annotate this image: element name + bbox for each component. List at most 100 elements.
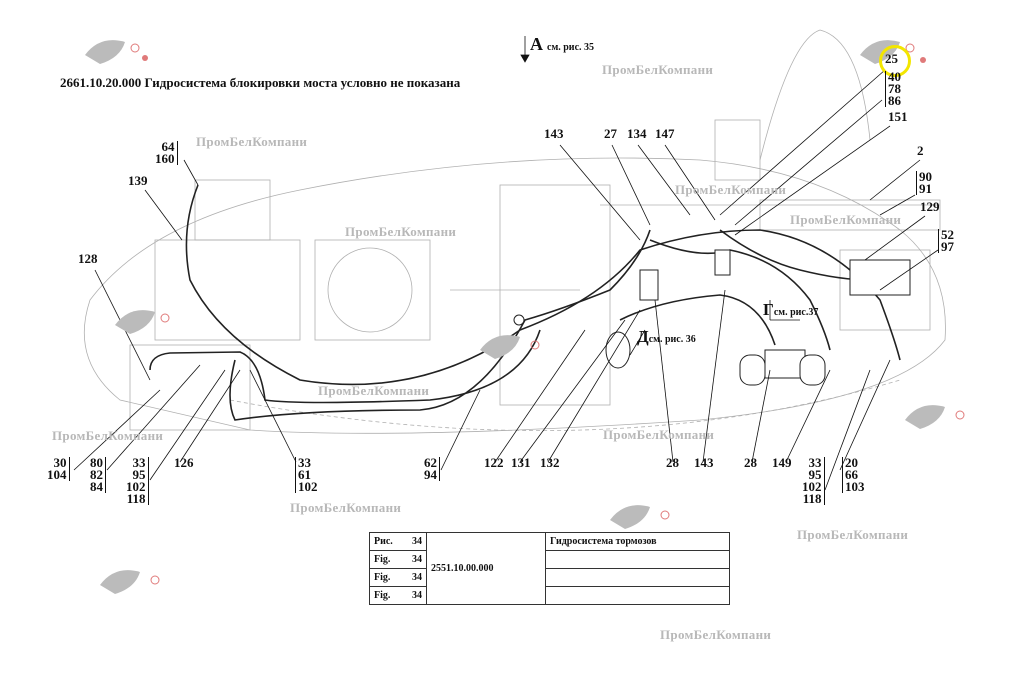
callout-number: 33 xyxy=(132,455,146,470)
callout-28-right[interactable]: 28 xyxy=(744,455,757,470)
watermark-logo xyxy=(900,395,980,435)
watermark-text: ПромБелКомпани xyxy=(790,212,902,227)
fig-number: 34 xyxy=(412,590,422,601)
callout-129[interactable]: 129 xyxy=(920,199,940,214)
callout-128[interactable]: 128 xyxy=(78,251,98,266)
callout-147[interactable]: 147 xyxy=(655,126,675,141)
title-block-row: Fig. 34 xyxy=(369,568,730,587)
watermark-logo xyxy=(80,30,160,70)
callout-number: 30 xyxy=(53,455,67,470)
callout-number: 95 xyxy=(808,467,822,482)
callout-139[interactable]: 139 xyxy=(128,173,148,188)
components xyxy=(513,249,911,386)
watermark-text: ПромБелКомпани xyxy=(660,627,772,642)
callout-149[interactable]: 149 xyxy=(772,455,792,470)
callout-2[interactable]: 2 xyxy=(917,143,924,158)
watermark-logo xyxy=(475,325,555,365)
watermark-text: ПромБелКомпани xyxy=(196,134,308,149)
callout-number: 33 xyxy=(298,455,311,470)
view-d-letter: Д xyxy=(637,327,649,346)
leader-lines xyxy=(73,36,939,491)
callout-number: 102 xyxy=(298,479,318,494)
view-d-ref: см. рис. 36 xyxy=(648,334,696,345)
callout-number: 102 xyxy=(126,479,146,494)
name-cell xyxy=(545,586,730,605)
fig-number: 34 xyxy=(412,536,422,547)
watermark-text: ПромБелКомпани xyxy=(290,500,402,515)
fig-label: Fig. xyxy=(374,554,391,565)
callout-132[interactable]: 132 xyxy=(540,455,560,470)
callout-number: 78 xyxy=(888,81,901,96)
name-cell xyxy=(545,568,730,587)
callout-number: 94 xyxy=(424,467,437,482)
title-block: Рис.34 2551.10.00.000 Гидросистема тормо… xyxy=(369,532,730,605)
callout-number: 33 xyxy=(808,455,822,470)
watermark-text: ПромБелКомпани xyxy=(52,428,164,443)
title-block-row: Рис.34 2551.10.00.000 Гидросистема тормо… xyxy=(369,532,730,605)
view-g-reference: Гсм. рис.37 xyxy=(763,300,818,320)
callout-number: 90 xyxy=(919,169,932,184)
callout-number: 80 xyxy=(90,455,103,470)
watermark-text: ПромБелКомпани xyxy=(797,527,909,542)
callout-number: 40 xyxy=(888,69,901,84)
watermark-logo xyxy=(605,495,685,535)
callout-27[interactable]: 27 xyxy=(604,126,617,141)
view-d-reference: Дсм. рис. 36 xyxy=(637,327,696,347)
callout-134[interactable]: 134 xyxy=(627,126,647,141)
callout-number: 160 xyxy=(155,151,175,166)
callout-number: 103 xyxy=(845,479,865,494)
callout-number: 95 xyxy=(132,467,146,482)
fig-label: Fig. xyxy=(374,590,391,601)
view-a-ref: см. рис. 35 xyxy=(547,42,595,53)
callout-number: 84 xyxy=(90,479,103,494)
designation: 2551.10.00.000 xyxy=(431,563,494,574)
callout-number: 62 xyxy=(424,455,437,470)
callout-number: 52 xyxy=(941,227,954,242)
title-block-row: Fig. 34 xyxy=(369,586,730,605)
callout-143-bottom[interactable]: 143 xyxy=(694,455,714,470)
callout-28-left[interactable]: 28 xyxy=(666,455,679,470)
callout-number: 104 xyxy=(47,467,67,482)
fig-number: 34 xyxy=(412,554,422,565)
callout-151[interactable]: 151 xyxy=(888,109,908,124)
callout-number: 118 xyxy=(126,491,146,506)
fig-number: 34 xyxy=(412,572,422,583)
name-cell xyxy=(545,550,730,569)
callout-126[interactable]: 126 xyxy=(174,455,194,470)
machine-outline xyxy=(83,29,946,434)
callout-25[interactable]: 25 xyxy=(885,51,898,66)
view-a-letter: А xyxy=(530,34,543,54)
callout-143-top[interactable]: 143 xyxy=(544,126,564,141)
fig-label: Fig. xyxy=(374,572,391,583)
fig-label: Рис. xyxy=(374,536,393,547)
callout-number: 82 xyxy=(90,467,103,482)
callout-number: 91 xyxy=(919,181,932,196)
view-g-letter: Г xyxy=(763,300,774,319)
watermark-text: ПромБелКомпани xyxy=(318,383,430,398)
watermark-logo xyxy=(95,560,175,600)
designation-cell: 2551.10.00.000 xyxy=(426,532,546,605)
callout-number: 118 xyxy=(802,491,822,506)
callout-number: 66 xyxy=(845,467,858,482)
view-g-ref: см. рис.37 xyxy=(773,307,819,318)
callout-131[interactable]: 131 xyxy=(511,455,531,470)
title-block-row: Fig. 34 xyxy=(369,550,730,569)
callout-number: 61 xyxy=(298,467,311,482)
callout-122[interactable]: 122 xyxy=(484,455,504,470)
callout-number: 97 xyxy=(941,239,954,254)
watermark-text: ПромБелКомпани xyxy=(345,224,457,239)
watermark-text: ПромБелКомпани xyxy=(675,182,787,197)
watermark-logo xyxy=(110,300,190,340)
